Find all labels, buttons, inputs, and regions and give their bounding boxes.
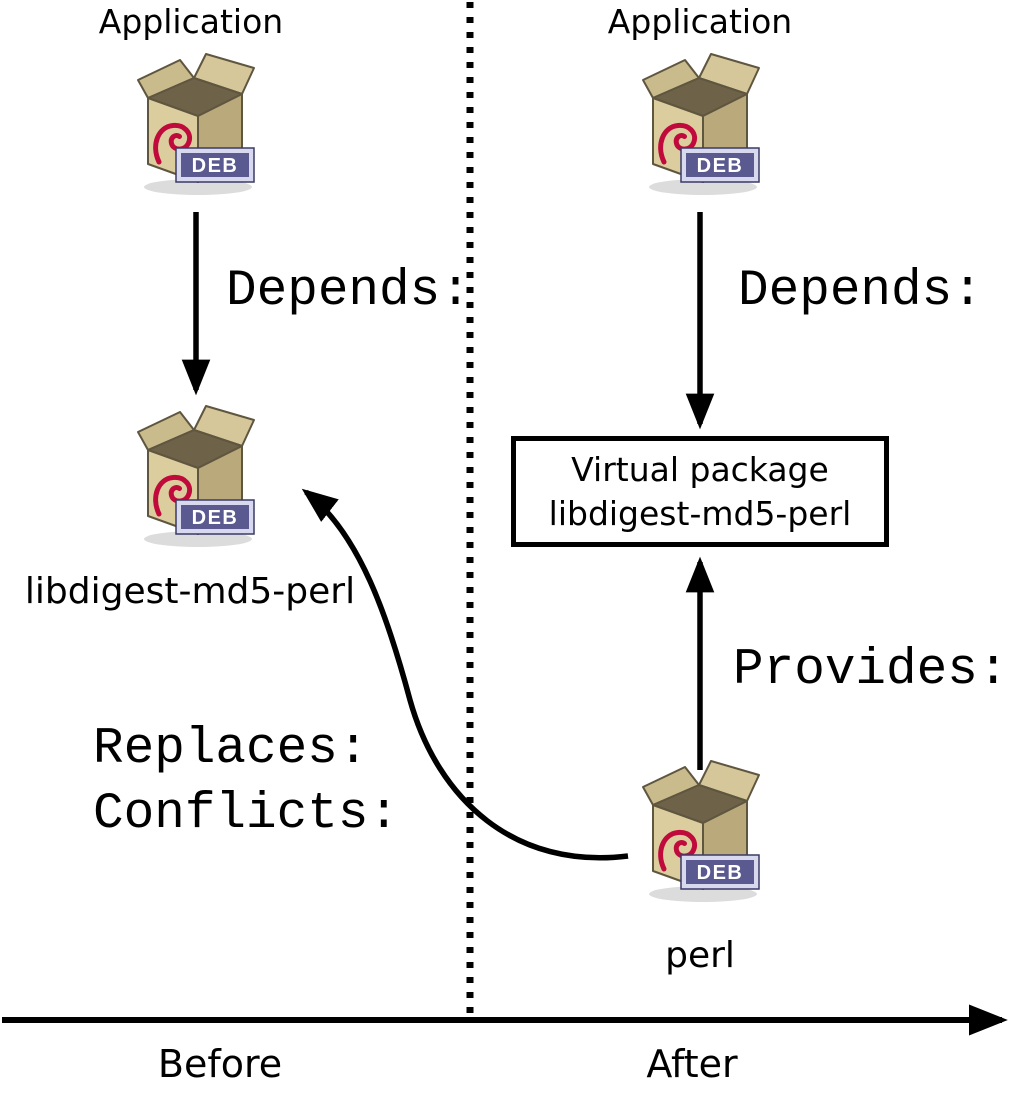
replaces-label: Replaces: [93,721,369,778]
timeline-before-label: Before [157,1042,283,1086]
virtual-package-box: Virtual package libdigest-md5-perl [511,436,889,547]
left-application-package-icon [118,50,268,200]
conflicts-label: Conflicts: [93,786,400,843]
perl-package-icon [623,757,773,907]
virtual-package-box-line2: libdigest-md5-perl [548,493,852,533]
left-depends-label: Depends: [226,263,471,320]
virtual-package-box-line1: Virtual package [571,449,829,489]
left-application-label: Application [98,2,284,41]
right-application-package-icon [623,50,773,200]
timeline-after-label: After [646,1042,738,1086]
right-depends-label: Depends: [738,263,983,320]
provides-label: Provides: [733,642,1009,699]
replaces-conflicts-curved-arrow [301,488,629,861]
libdigest-package-icon [118,402,268,552]
right-application-label: Application [607,2,793,41]
libdigest-package-label: libdigest-md5-perl [24,571,356,612]
perl-package-label: perl [665,935,735,976]
